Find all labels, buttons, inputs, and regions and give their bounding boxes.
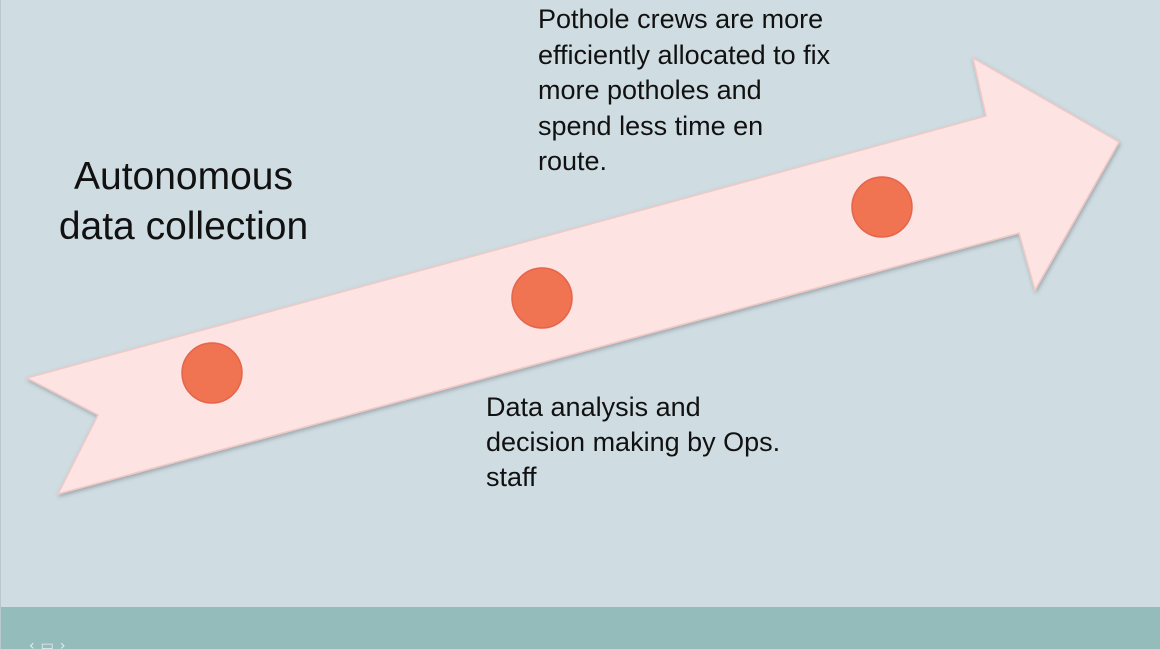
step-2-node — [511, 267, 573, 329]
step-3-node — [851, 176, 913, 238]
slide-menu-icon[interactable]: ▭ — [40, 638, 60, 649]
previous-slide-icon[interactable]: ‹ — [29, 638, 41, 649]
step-1-node — [181, 342, 243, 404]
step-1-label: Autonomous data collection — [58, 155, 309, 248]
slide-navigation: ‹▭› — [29, 638, 71, 649]
slide-footer — [1, 607, 1160, 649]
step-3-label: Pothole crews are more efficiently alloc… — [538, 4, 831, 176]
next-slide-icon[interactable]: › — [59, 638, 72, 649]
progress-arrow — [24, 56, 1121, 496]
step-2-label: Data analysis and decision making by Ops… — [486, 392, 781, 492]
